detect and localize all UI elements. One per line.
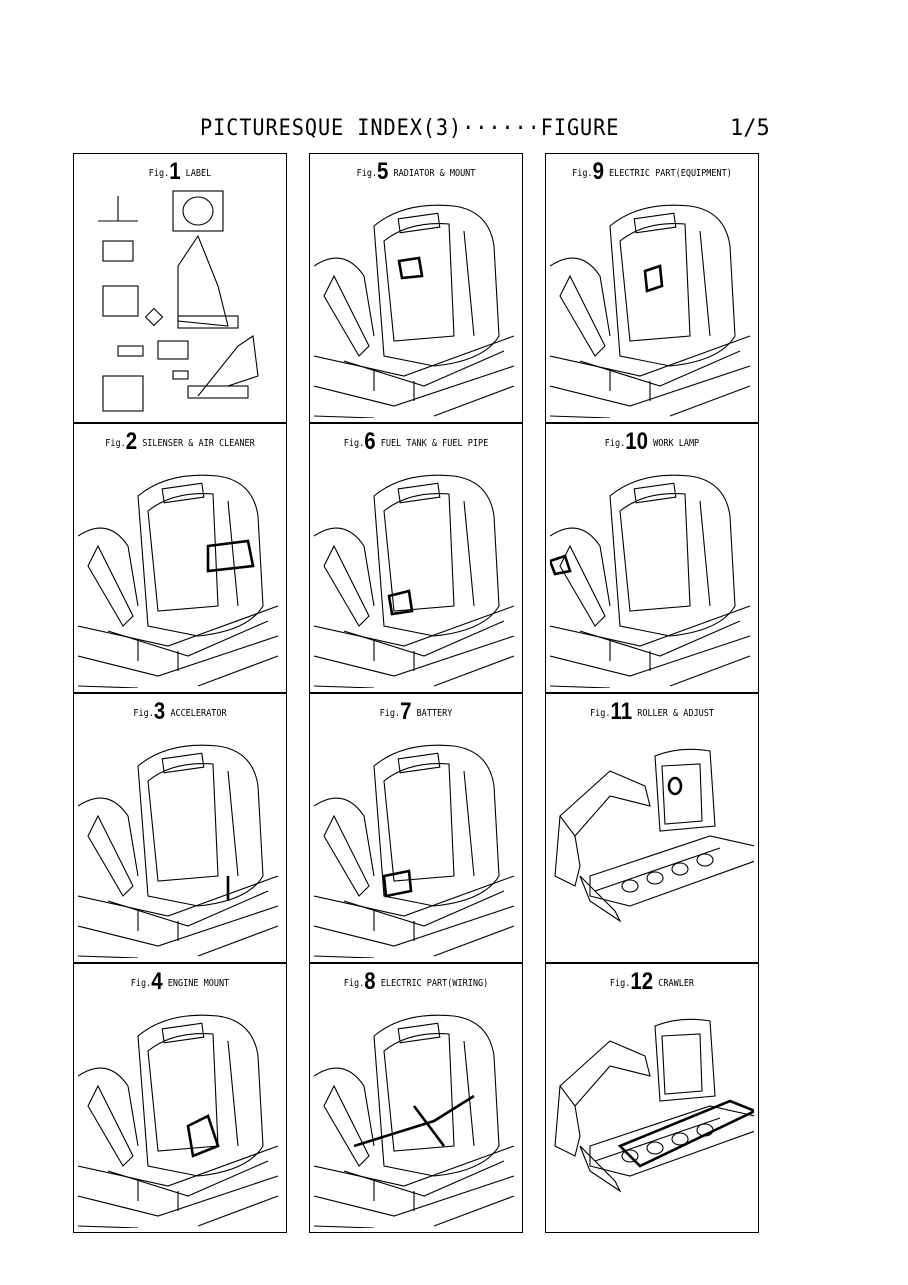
figure-number: 11 xyxy=(610,698,633,725)
figure-caption: Fig.5 RADIATOR & MOUNT xyxy=(326,158,506,186)
figure-number: 7 xyxy=(400,698,412,725)
figure-prefix: Fig. xyxy=(148,168,170,179)
figure-number: 3 xyxy=(153,698,166,725)
figure-illustration xyxy=(314,474,515,688)
figure-illustration xyxy=(78,1014,279,1228)
figure-number: 10 xyxy=(625,428,648,455)
figure-caption: Fig.6 FUEL TANK & FUEL PIPE xyxy=(326,428,506,456)
figure-prefix: Fig. xyxy=(356,168,378,179)
figure-cell-9[interactable]: Fig.9 ELECTRIC PART(EQUIPMENT) xyxy=(545,153,759,423)
figure-cell-3[interactable]: Fig.3 ACCELERATOR xyxy=(73,693,287,963)
figure-number: 12 xyxy=(630,968,654,995)
figure-label: ROLLER & ADJUST xyxy=(637,708,714,719)
figure-cell-2[interactable]: Fig.2 SILENSER & AIR CLEANER xyxy=(73,423,287,693)
figure-cell-1[interactable]: Fig.1 LABEL xyxy=(73,153,287,423)
figure-prefix: Fig. xyxy=(130,978,152,989)
figure-illustration xyxy=(314,1014,515,1228)
figure-prefix: Fig. xyxy=(590,708,611,719)
figure-caption: Fig.3 ACCELERATOR xyxy=(90,698,270,726)
figure-prefix: Fig. xyxy=(343,978,365,989)
figure-illustration xyxy=(550,474,751,688)
figure-cell-6[interactable]: Fig.6 FUEL TANK & FUEL PIPE xyxy=(309,423,523,693)
figure-number: 2 xyxy=(125,428,138,455)
figure-prefix: Fig. xyxy=(572,168,593,179)
figure-number: 8 xyxy=(364,968,376,995)
figure-illustration xyxy=(78,744,279,958)
figure-prefix: Fig. xyxy=(604,438,626,449)
figure-illustration xyxy=(550,204,751,418)
figure-number: 9 xyxy=(592,158,604,185)
page-number: 1/5 xyxy=(730,116,770,141)
figure-label: CRAWLER xyxy=(658,978,695,989)
figure-illustration xyxy=(314,204,515,418)
figure-prefix: Fig. xyxy=(343,438,365,449)
figure-caption: Fig.10 WORK LAMP xyxy=(562,428,742,456)
figure-label: WORK LAMP xyxy=(653,438,700,449)
figure-cell-8[interactable]: Fig.8 ELECTRIC PART(WIRING) xyxy=(309,963,523,1233)
figure-caption: Fig.2 SILENSER & AIR CLEANER xyxy=(90,428,270,456)
figure-illustration xyxy=(98,190,259,412)
figure-illustration xyxy=(554,748,754,923)
figure-cell-4[interactable]: Fig.4 ENGINE MOUNT xyxy=(73,963,287,1233)
figure-label: SILENSER & AIR CLEANER xyxy=(142,438,255,449)
figure-prefix: Fig. xyxy=(105,438,126,449)
figure-prefix: Fig. xyxy=(379,708,401,719)
figure-cell-7[interactable]: Fig.7 BATTERY xyxy=(309,693,523,963)
figure-label: BATTERY xyxy=(416,708,453,719)
figure-cell-5[interactable]: Fig.5 RADIATOR & MOUNT xyxy=(309,153,523,423)
figure-label: ACCELERATOR xyxy=(170,708,227,719)
figure-illustration xyxy=(554,1018,754,1193)
figure-label: RADIATOR & MOUNT xyxy=(393,168,476,179)
figure-illustration xyxy=(314,744,515,958)
figure-number: 4 xyxy=(151,968,163,995)
figure-cell-11[interactable]: Fig.11 ROLLER & ADJUST xyxy=(545,693,759,963)
figure-caption: Fig.12 CRAWLER xyxy=(562,968,742,996)
figure-illustration xyxy=(78,474,279,688)
figure-label: FUEL TANK & FUEL PIPE xyxy=(380,438,489,449)
figure-caption: Fig.9 ELECTRIC PART(EQUIPMENT) xyxy=(562,158,742,186)
figure-number: 6 xyxy=(364,428,376,455)
figure-cell-12[interactable]: Fig.12 CRAWLER xyxy=(545,963,759,1233)
figure-label: LABEL xyxy=(185,168,212,179)
page-title: PICTURESQUE INDEX(3)······FIGURE xyxy=(200,116,620,141)
figure-caption: Fig.4 ENGINE MOUNT xyxy=(90,968,270,996)
figure-caption: Fig.11 ROLLER & ADJUST xyxy=(562,698,742,726)
figure-label: ELECTRIC PART(WIRING) xyxy=(380,978,489,989)
figure-label: ENGINE MOUNT xyxy=(167,978,230,989)
figure-number: 1 xyxy=(169,158,181,185)
figure-label: ELECTRIC PART(EQUIPMENT) xyxy=(609,168,732,179)
figure-caption: Fig.7 BATTERY xyxy=(326,698,506,726)
figure-number: 5 xyxy=(377,158,389,185)
figure-caption: Fig.8 ELECTRIC PART(WIRING) xyxy=(326,968,506,996)
figure-prefix: Fig. xyxy=(133,708,154,719)
figure-cell-10[interactable]: Fig.10 WORK LAMP xyxy=(545,423,759,693)
figure-caption: Fig.1 LABEL xyxy=(90,158,270,186)
figure-prefix: Fig. xyxy=(609,978,631,989)
